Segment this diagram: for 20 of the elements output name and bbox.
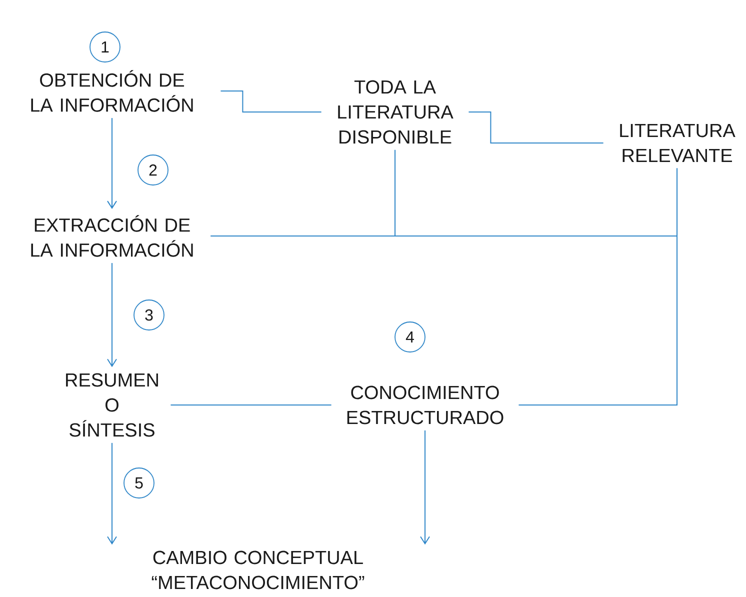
step-number: 2	[138, 154, 168, 186]
concept-label: CONOCIMIENTO ESTRUCTURADO	[347, 386, 504, 424]
connector-line	[518, 168, 678, 406]
step-number: 3	[134, 300, 164, 330]
step-number: 5	[124, 468, 154, 498]
concept-label: RESUMEN O SÍNTESIS	[66, 373, 158, 437]
arrow	[107, 118, 117, 209]
connector-line	[170, 404, 332, 406]
arrow	[420, 430, 430, 545]
connector-line	[220, 90, 322, 112]
arrow	[107, 262, 117, 368]
concept-label: EXTRACCIÓN DE LA INFORMACIÓN	[31, 215, 193, 257]
step-number: 1	[90, 32, 120, 62]
concept-label: CAMBIO CONCEPTUAL “METACONOCIMIENTO”	[152, 550, 364, 590]
connector-line	[468, 112, 604, 144]
arrow	[107, 442, 117, 545]
concept-label: LITERATURA RELEVANTE	[620, 124, 736, 162]
step-number: 4	[394, 322, 426, 352]
concept-label: OBTENCIÓN DE LA INFORMACIÓN	[31, 70, 193, 112]
concept-label: TODA LA LITERATURA DISPONIBLE	[338, 80, 454, 144]
